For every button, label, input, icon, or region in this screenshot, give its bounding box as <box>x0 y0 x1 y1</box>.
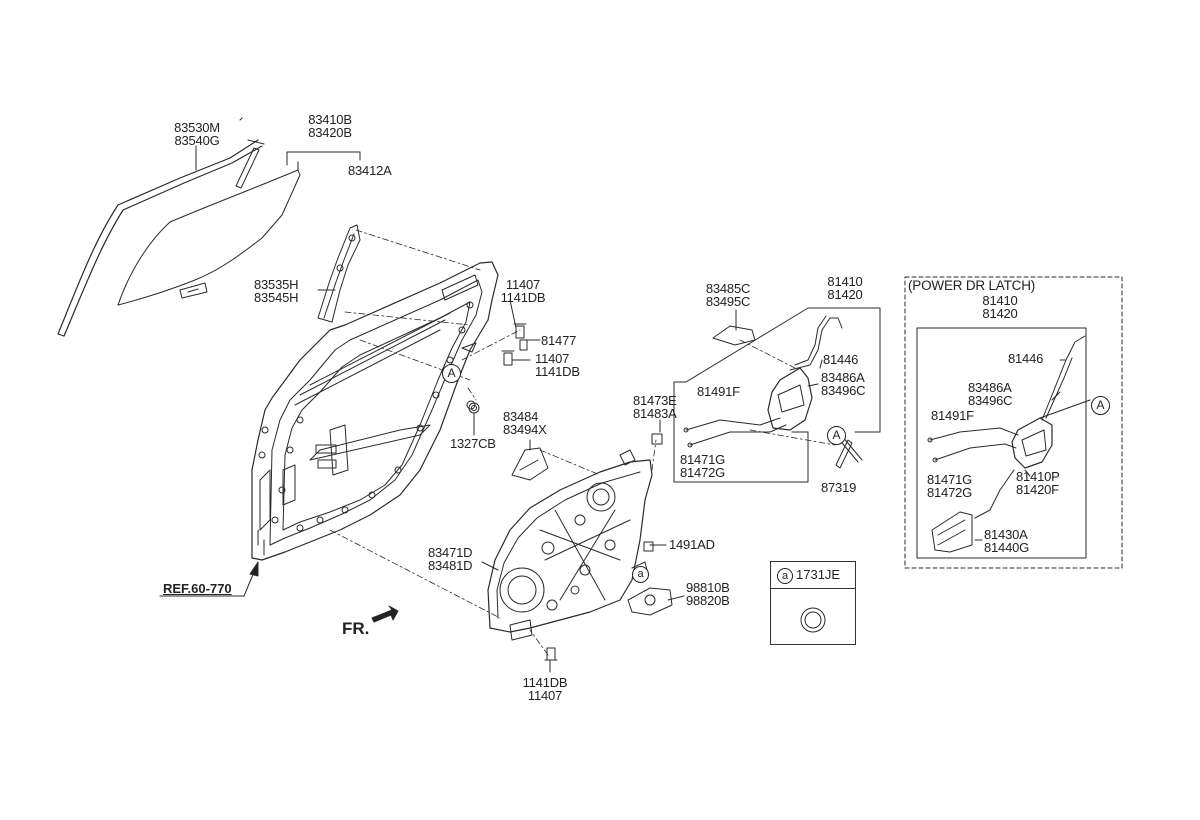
label-81477: 81477 <box>541 333 577 348</box>
door-panel <box>251 261 499 561</box>
label-81446: 81446 <box>823 352 859 367</box>
door-latch <box>683 315 843 448</box>
label-83412a: 83412A <box>348 163 392 178</box>
reference-label: REF.60-770 <box>163 581 232 596</box>
inset-label-81491f: 81491F <box>931 408 974 423</box>
label-1491ad: 1491AD <box>669 537 715 552</box>
callout-letter: a <box>777 568 793 584</box>
callout-box: a 1731JE <box>770 561 856 645</box>
label-87319: 87319 <box>821 480 857 495</box>
label-1327cb: 1327CB <box>450 436 496 451</box>
window-regulator <box>487 449 653 641</box>
inset-title: (POWER DR LATCH) <box>908 278 1036 293</box>
front-label: FR. <box>342 619 370 638</box>
channel-83535h <box>317 224 361 323</box>
callout-header: a 1731JE <box>771 562 855 589</box>
marker-a-latch: A <box>827 426 846 445</box>
label-81491f: 81491F <box>697 384 740 399</box>
marker-a-door: A <box>442 364 461 383</box>
marker-small-a: a <box>632 566 649 583</box>
run-channel-83530m <box>57 139 265 337</box>
power-latch <box>927 335 1091 553</box>
callout-part-number: 1731JE <box>796 567 841 582</box>
marker-a-inset: A <box>1091 396 1110 415</box>
inset-label-81446: 81446 <box>1008 351 1044 366</box>
